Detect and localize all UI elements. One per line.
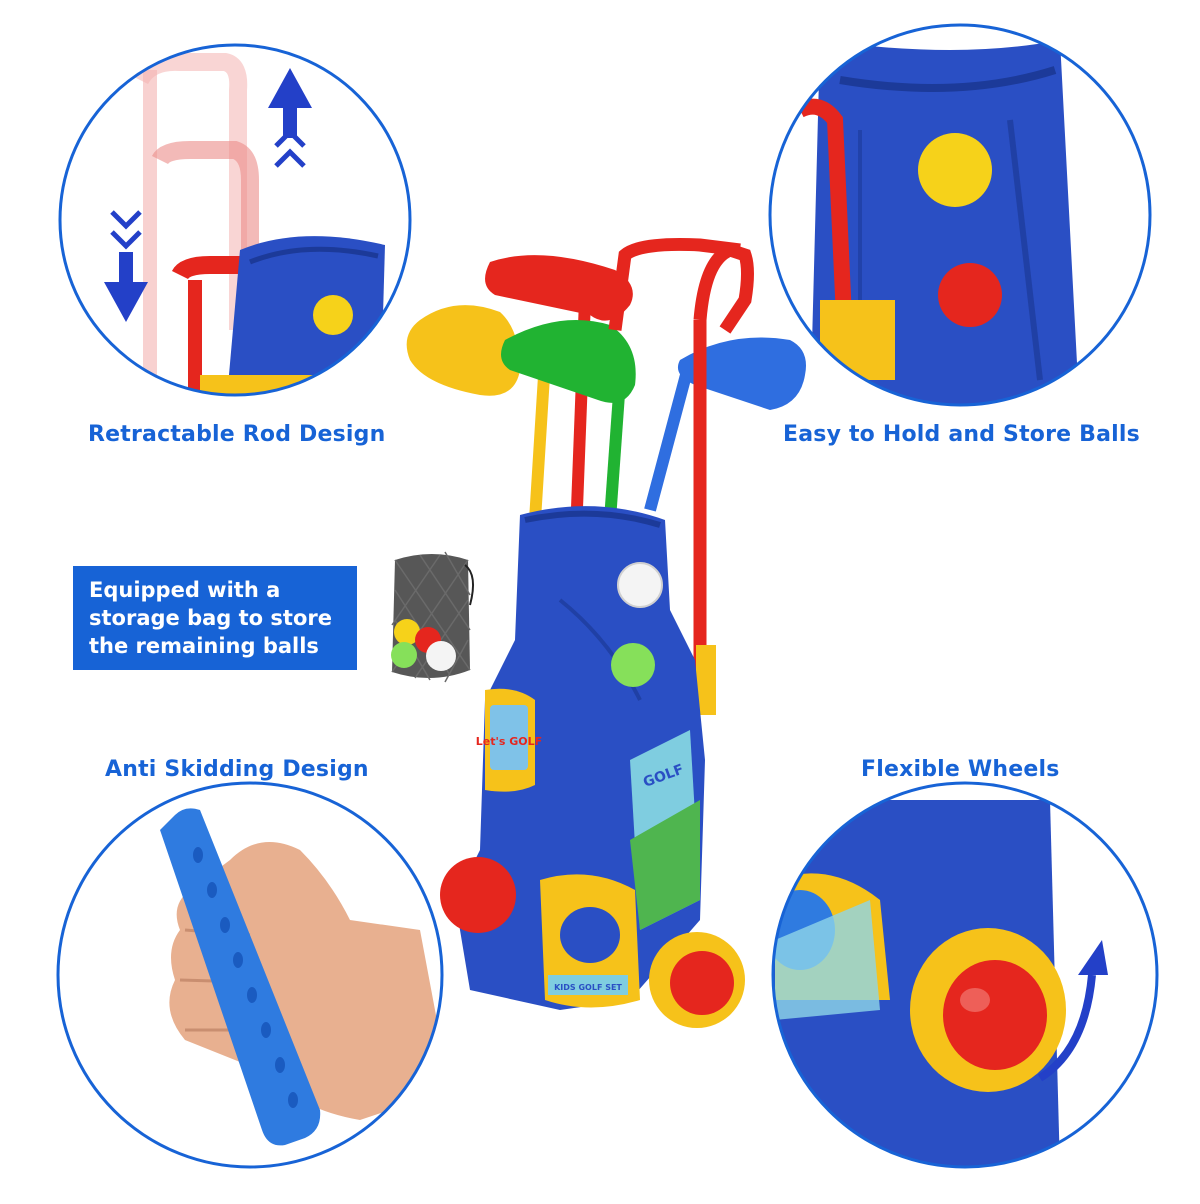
mesh-storage-bag xyxy=(391,551,475,683)
retractable-rod-circle xyxy=(58,43,412,397)
callout-line-2: storage bag to store xyxy=(89,606,332,630)
arrow-down-icon xyxy=(104,210,148,322)
feature-label-anti-skid: Anti Skidding Design xyxy=(105,757,369,782)
product-logo-text: Let's GOLF xyxy=(476,735,542,748)
store-balls-circle xyxy=(768,23,1152,407)
feature-label-store-balls: Easy to Hold and Store Balls xyxy=(783,422,1140,447)
feature-label-wheels: Flexible Wheels xyxy=(861,757,1060,782)
callout-line-3: the remaining balls xyxy=(89,634,319,658)
callout-line-1: Equipped with a xyxy=(89,578,281,602)
storage-bag-callout: Equipped with a storage bag to store the… xyxy=(73,566,357,670)
flexible-wheels-circle xyxy=(771,781,1159,1169)
set-sticker-text: KIDS GOLF SET xyxy=(554,983,622,992)
anti-skid-circle xyxy=(56,781,444,1169)
curved-arrow-icon xyxy=(1037,940,1108,1082)
arrow-up-icon xyxy=(268,68,312,168)
golf-set: Let's GOLF GOLF KIDS GOLF SET xyxy=(406,237,806,1028)
feature-label-retractable: Retractable Rod Design xyxy=(88,422,386,447)
